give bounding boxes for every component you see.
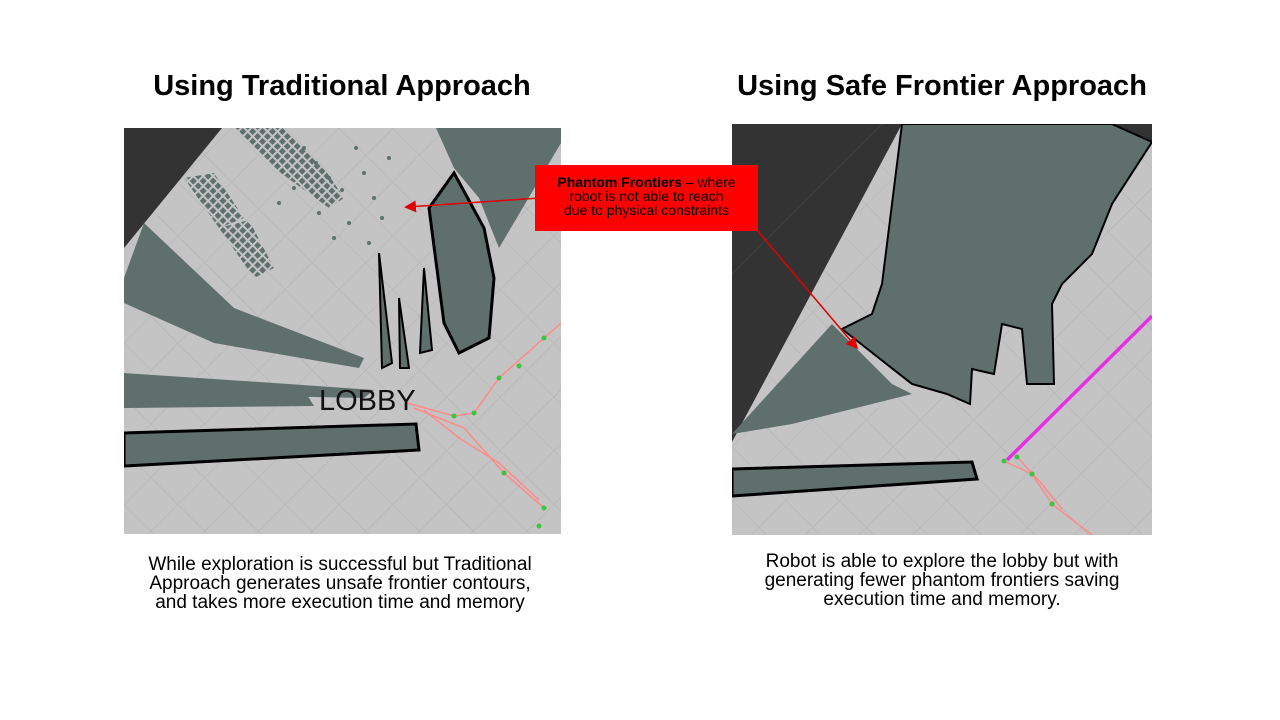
path-nodes — [451, 335, 547, 529]
right-panel-title: Using Safe Frontier Approach — [737, 70, 1147, 102]
callout-text-2: robot is not able to reach — [569, 188, 724, 204]
phantom-frontiers-callout: Phantom Frontiers – where robot is not a… — [535, 165, 758, 231]
map-label-lobby: LOBBY — [319, 385, 416, 417]
obstacle-spike — [378, 252, 394, 370]
arrow-to-right-map — [755, 228, 858, 350]
caption-line: Approach generates unsafe frontier conto… — [149, 573, 531, 594]
right-panel-caption: Robot is able to explore the lobby but w… — [722, 552, 1162, 609]
planned-path — [1003, 456, 1093, 535]
obstacle-wedge — [436, 128, 561, 248]
safe-frontier-approach-map — [732, 124, 1152, 535]
safe-frontier-line — [1005, 314, 1152, 462]
callout-text-1: – where — [681, 174, 736, 190]
caption-line: execution time and memory. — [823, 589, 1061, 610]
scattered-obstacle — [234, 128, 344, 208]
planned-path — [406, 322, 561, 509]
obstacle-wall — [732, 460, 979, 498]
caption-line: While exploration is successful but Trad… — [148, 554, 532, 575]
unknown-region — [124, 128, 222, 248]
left-panel-caption: While exploration is successful but Trad… — [110, 555, 570, 612]
obstacle-wall — [124, 422, 421, 468]
phantom-frontier-dots — [277, 146, 391, 245]
obstacle-fan — [732, 324, 912, 434]
callout-bold-text: Phantom Frontiers — [557, 174, 682, 190]
obstacle-fan — [124, 223, 364, 368]
caption-line: generating fewer phantom frontiers savin… — [764, 570, 1120, 591]
caption-line: and takes more execution time and memory — [155, 592, 525, 613]
left-panel-title: Using Traditional Approach — [153, 70, 531, 102]
arrow-to-left-map — [404, 197, 541, 213]
callout-text-3: due to physical constraints — [564, 202, 729, 218]
caption-line: Robot is able to explore the lobby but w… — [765, 551, 1119, 572]
path-nodes — [1001, 454, 1055, 507]
traditional-approach-map: LOBBY — [124, 128, 561, 534]
